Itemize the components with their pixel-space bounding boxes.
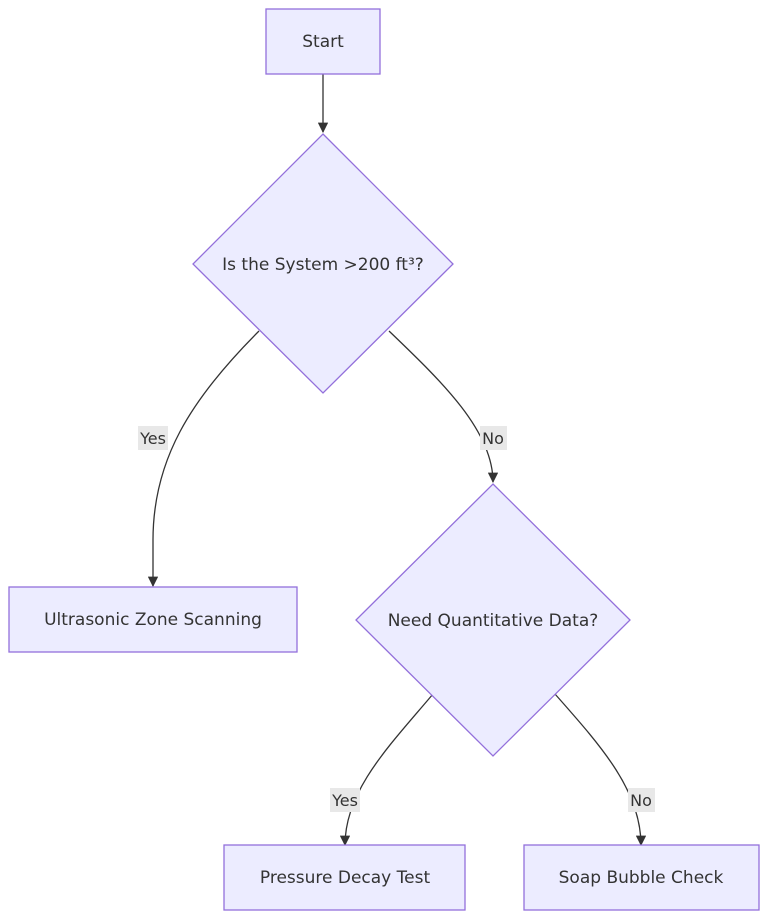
edge-label-quant-no: No xyxy=(628,788,655,812)
edge-label-quant-no-text: No xyxy=(630,791,652,810)
node-decision-quantitative: Need Quantitative Data? xyxy=(355,483,631,757)
node-decision-system-size-label: Is the System >200 ft³? xyxy=(222,255,424,275)
edge-label-size-yes-text: Yes xyxy=(139,429,166,448)
node-ultrasonic-label: Ultrasonic Zone Scanning xyxy=(44,610,262,630)
edge-quant-no xyxy=(554,693,647,847)
node-soap-bubble-label: Soap Bubble Check xyxy=(559,868,724,888)
node-start: Start xyxy=(265,8,381,75)
node-decision-quantitative-label: Need Quantitative Data? xyxy=(388,611,599,631)
edge-quant-yes xyxy=(339,693,434,847)
node-soap-bubble: Soap Bubble Check xyxy=(523,844,760,911)
edge-label-quant-yes: Yes xyxy=(330,788,360,812)
node-pressure-decay-label: Pressure Decay Test xyxy=(260,868,431,888)
edge-label-size-no: No xyxy=(480,426,507,450)
edge-label-size-yes: Yes xyxy=(138,426,168,450)
node-start-label: Start xyxy=(302,32,344,52)
edge-label-quant-yes-text: Yes xyxy=(331,791,358,810)
node-decision-system-size: Is the System >200 ft³? xyxy=(192,133,454,394)
edge-label-size-no-text: No xyxy=(482,429,504,448)
edge-size-yes xyxy=(147,330,260,588)
node-pressure-decay: Pressure Decay Test xyxy=(223,844,466,911)
node-ultrasonic: Ultrasonic Zone Scanning xyxy=(8,586,298,653)
edge-size-no xyxy=(388,330,499,484)
